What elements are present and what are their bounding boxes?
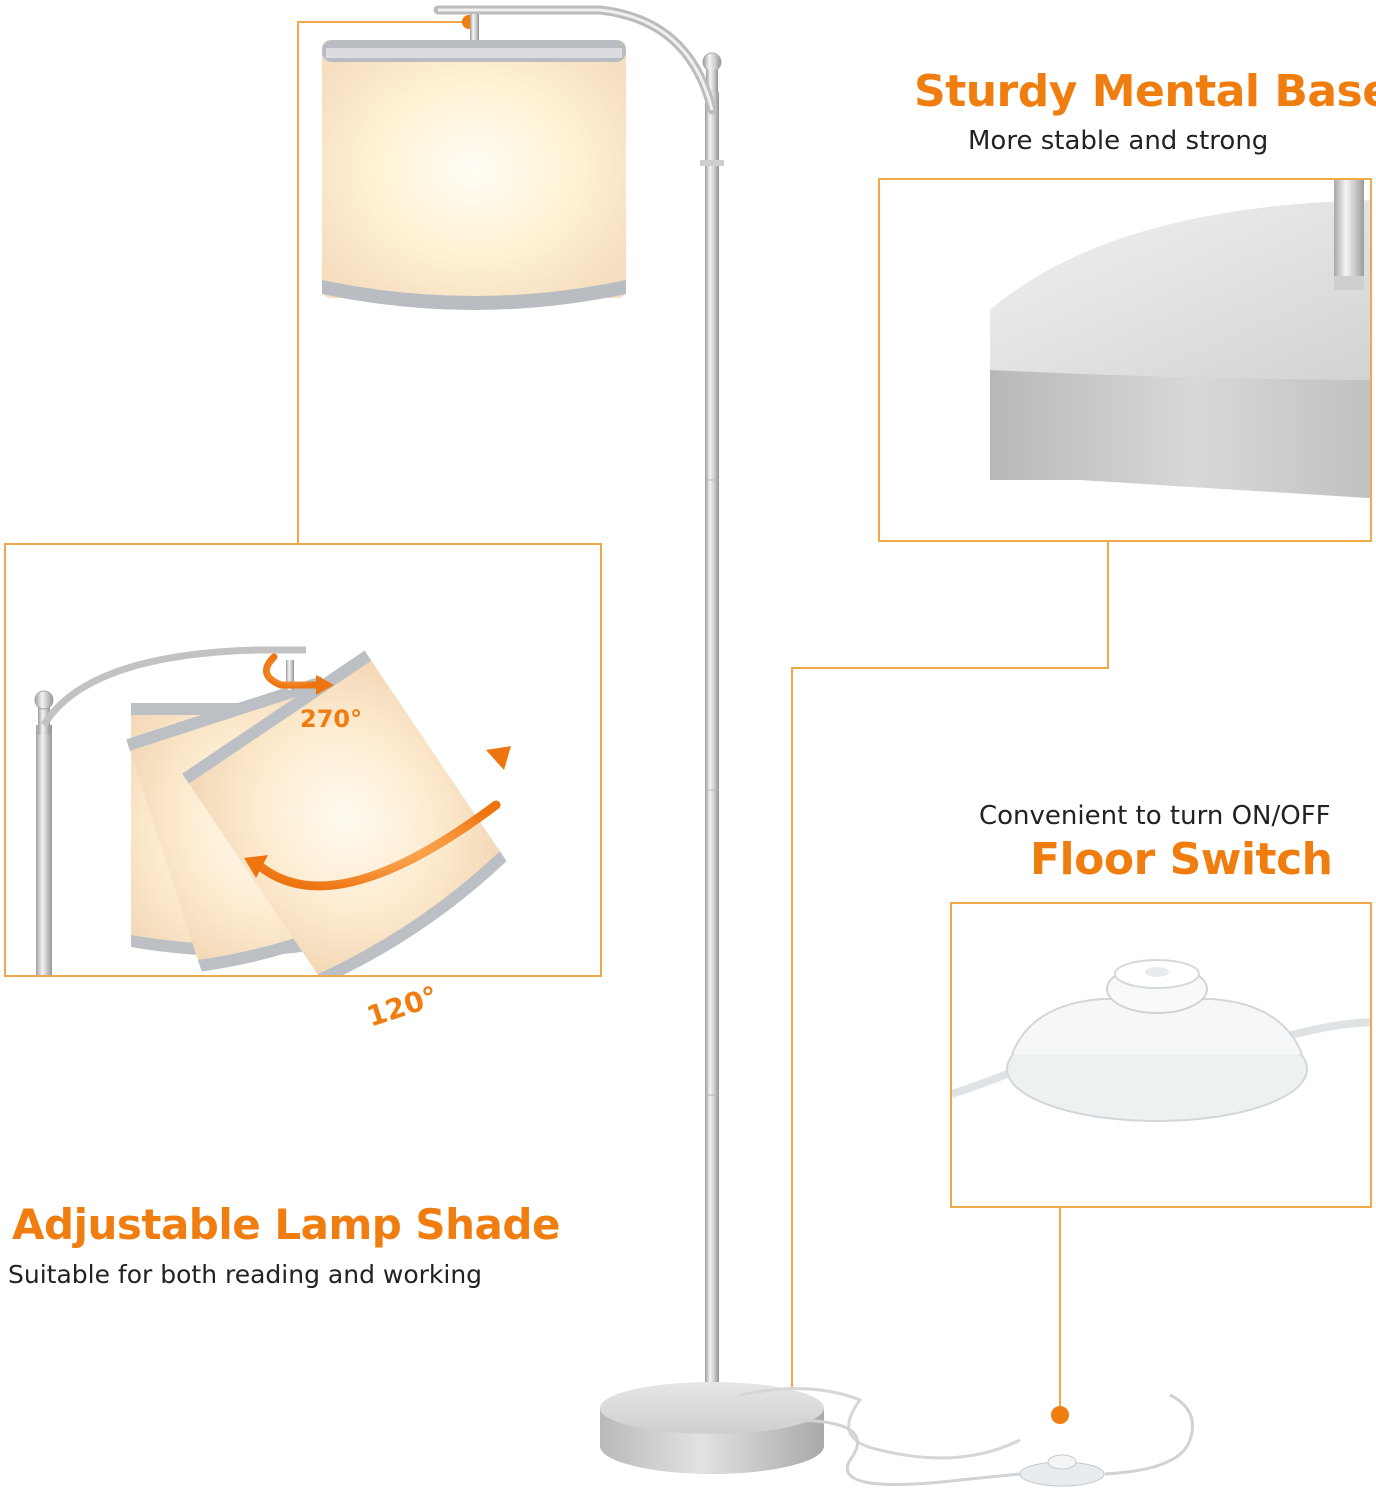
floor-switch-image	[952, 959, 1370, 1122]
adjustable-shade-panel: 270° 120°	[4, 543, 602, 977]
rotation-arrow-icon	[263, 653, 334, 695]
mini-floor-switch	[1019, 1454, 1105, 1487]
main-lamp-shade	[322, 40, 626, 310]
tilt-arc-arrow-icon	[244, 746, 511, 891]
lamp-pole	[433, 5, 724, 1430]
rotation-label: 270°	[300, 705, 363, 733]
switch-feature-subtitle: Convenient to turn ON/OFF	[979, 801, 1331, 831]
shade-feature-title: Adjustable Lamp Shade	[12, 1200, 560, 1249]
lamp-base	[600, 1382, 1021, 1474]
base-detail-panel	[878, 178, 1372, 542]
base-feature-title: Sturdy Mental Base	[914, 66, 1376, 117]
shade-feature-subtitle: Suitable for both reading and working	[8, 1260, 483, 1289]
base-feature-subtitle: More stable and strong	[968, 126, 1269, 156]
callout-lines	[297, 21, 1109, 1410]
power-cord	[789, 1393, 1194, 1486]
floor-switch-panel	[950, 902, 1372, 1208]
switch-feature-title: Floor Switch	[1030, 834, 1333, 885]
base-closeup-image	[990, 180, 1370, 499]
adjustable-shade-image	[34, 646, 511, 975]
